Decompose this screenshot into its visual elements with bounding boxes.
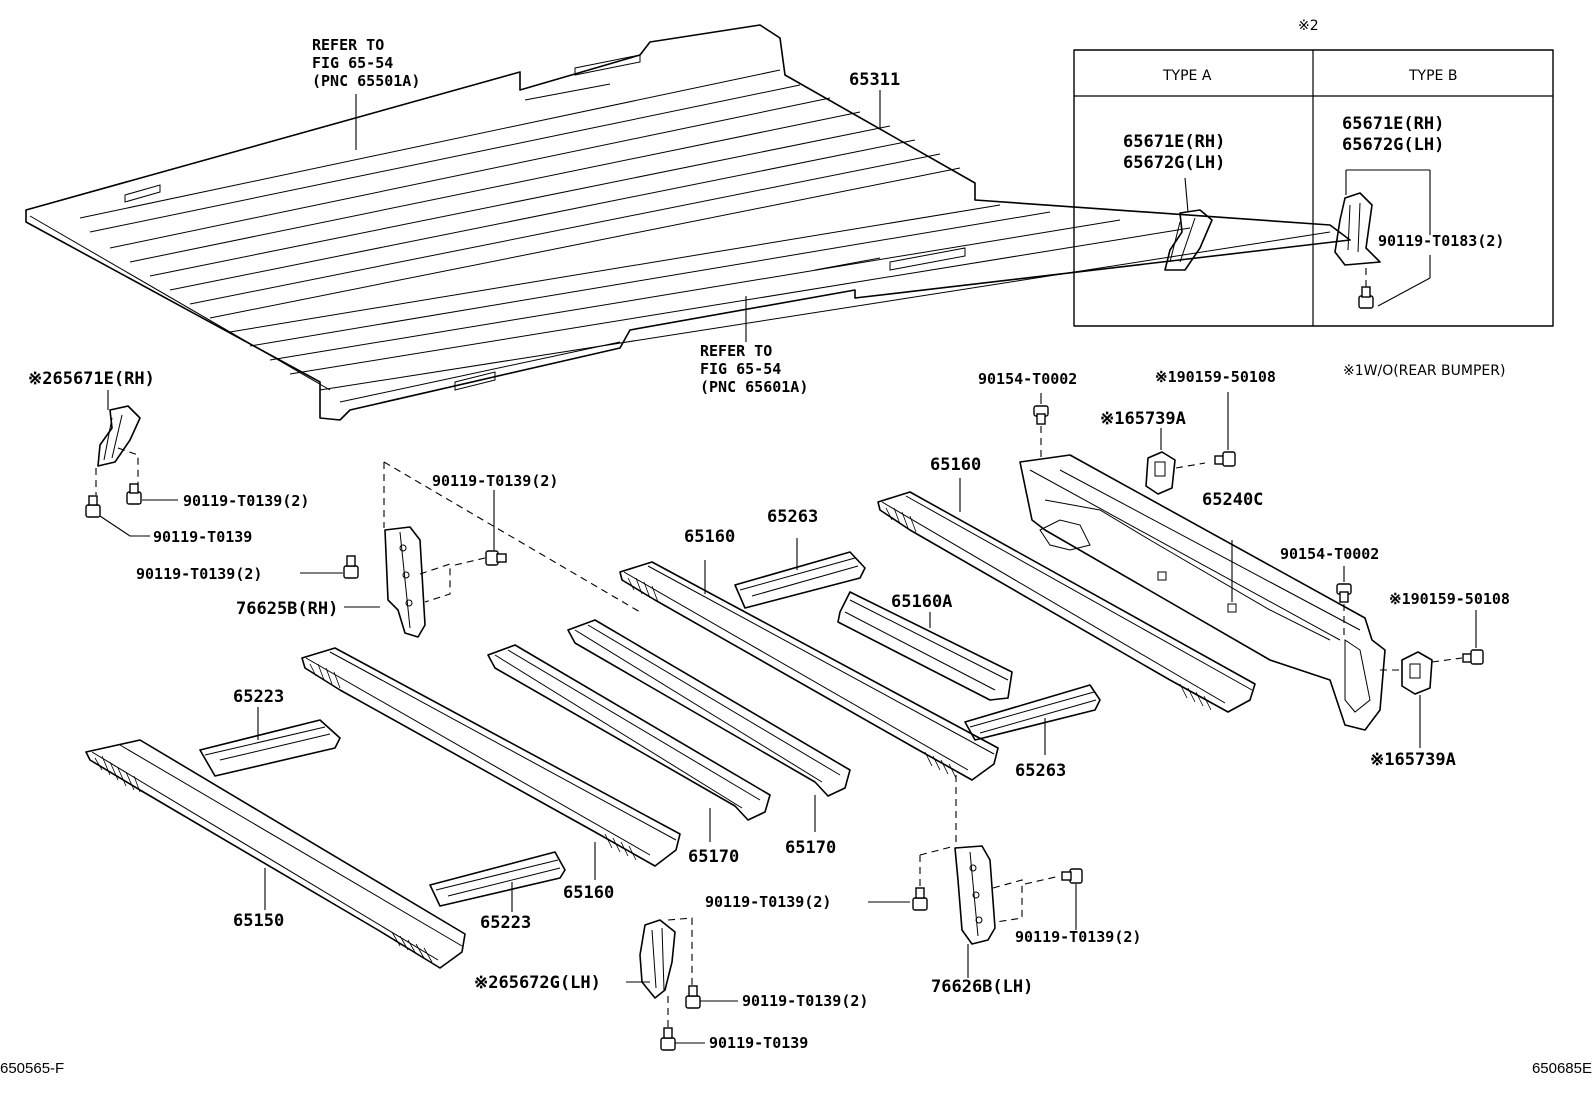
diagram-code-left: 650565-F — [0, 1060, 64, 1077]
inset-bracket-a — [1164, 209, 1213, 271]
label-stud-right: 90154-T0002 — [1280, 545, 1379, 563]
inset-bolt-icon — [1358, 286, 1374, 309]
label-sill-front: 65150 — [233, 911, 284, 931]
diagram-code-right: 650685E — [1532, 1060, 1592, 1077]
inset-type-a-rh: 65671E(RH) — [1123, 132, 1225, 152]
label-pad-right: ※165739A — [1370, 750, 1456, 770]
bolt-90159-top — [1214, 392, 1236, 467]
channel-65160a — [837, 591, 1013, 701]
label-bolt-note-right: ※190159-50108 — [1389, 590, 1510, 608]
label-hinge-bolt-left: 90119-T0139(2) — [136, 565, 262, 583]
label-gusset-right: 65263 — [1015, 761, 1066, 781]
bolt-icon — [126, 483, 142, 505]
ref-upper-line2: FIG 65-54 — [312, 54, 393, 72]
inset-type-b-header: TYPE B — [1408, 68, 1457, 84]
label-hinge-lh: 76626B(LH) — [931, 977, 1033, 997]
floor-panel — [25, 24, 1351, 421]
ref-lower-line2: FIG 65-54 — [700, 360, 781, 378]
label-rh-bracket: ※265671E(RH) — [28, 369, 155, 389]
label-gusset-left-bottom: 65223 — [480, 913, 531, 933]
note-rear-bumper: ※1W/O(REAR BUMPER) — [1343, 363, 1505, 379]
label-rail-a: 65170 — [688, 847, 739, 867]
label-sill-right: 65160 — [930, 455, 981, 475]
ref-lower-line3: (PNC 65601A) — [700, 378, 808, 396]
label-rear-crossmember: 65240C — [1202, 490, 1263, 510]
stud-90154-right — [1336, 566, 1352, 636]
bolt-icon — [343, 555, 359, 579]
bolt-icon — [485, 550, 507, 566]
label-sill-mid: 65160 — [684, 527, 735, 547]
label-rh-bolt-pair: 90119-T0139(2) — [183, 492, 309, 510]
pad-165739a-right — [1380, 651, 1463, 748]
rear-crossmember-65240c — [1019, 454, 1386, 731]
ref-upper-line3: (PNC 65501A) — [312, 72, 420, 90]
gusset-65263-top — [734, 538, 866, 609]
gusset-65223-bottom — [429, 851, 566, 912]
label-gusset-top: 65263 — [767, 507, 818, 527]
hinge-76626b — [868, 775, 1083, 978]
inset-type-a-lh: 65672G(LH) — [1123, 153, 1225, 173]
bolt-icon — [660, 1027, 676, 1051]
sill-65160-right — [877, 478, 1256, 713]
ref-upper-line1: REFER TO — [312, 36, 384, 54]
inset-type-a-header: TYPE A — [1162, 68, 1212, 84]
stud-90154-top — [1033, 393, 1049, 462]
sill-65160-mid — [619, 560, 999, 781]
gusset-65263-right — [964, 684, 1101, 755]
rail-65170-b — [567, 619, 851, 832]
bolt-90159-right — [1462, 610, 1484, 665]
label-hinge-lh-bolt-left: 90119-T0139(2) — [705, 893, 831, 911]
inset-bracket-b — [1334, 192, 1381, 266]
label-hinge-bolt-top: 90119-T0139(2) — [432, 472, 558, 490]
bolt-icon — [85, 495, 101, 518]
ref-lower-line1: REFER TO — [700, 342, 772, 360]
inset-box — [1073, 49, 1554, 327]
label-stud-top: 90154-T0002 — [978, 370, 1077, 388]
label-pad-top: ※165739A — [1100, 409, 1186, 429]
sill-65160-left — [301, 647, 681, 880]
label-gusset-left-top: 65223 — [233, 687, 284, 707]
label-rh-bolt-single: 90119-T0139 — [153, 528, 252, 546]
inset-type-b-bolt: 90119-T0183(2) — [1378, 232, 1504, 250]
bolt-icon — [912, 887, 928, 911]
label-channel: 65160A — [891, 592, 952, 612]
label-lh-bolt-single: 90119-T0139 — [709, 1034, 808, 1052]
label-lh-bolt-pair: 90119-T0139(2) — [742, 992, 868, 1010]
rail-65170-a — [487, 644, 771, 842]
hinge-76625b — [300, 461, 641, 638]
inset-marker: ※2 — [1298, 18, 1319, 34]
label-hinge-rh: 76625B(RH) — [236, 599, 338, 619]
bolt-icon — [685, 985, 701, 1009]
inset-type-b-rh: 65671E(RH) — [1342, 114, 1444, 134]
pad-165739a-top — [1145, 428, 1206, 495]
label-sill-left-mid: 65160 — [563, 883, 614, 903]
label-lh-bracket: ※265672G(LH) — [474, 973, 601, 993]
rh-bracket-65671e — [85, 390, 178, 537]
label-bolt-note-top: ※190159-50108 — [1155, 368, 1276, 386]
gusset-65223-top — [199, 707, 341, 777]
sill-65150 — [85, 739, 466, 969]
inset-type-b-lh: 65672G(LH) — [1342, 135, 1444, 155]
label-rail-b: 65170 — [785, 838, 836, 858]
lh-bracket-65672g — [626, 917, 738, 1051]
label-floor-panel: 65311 — [849, 70, 900, 90]
label-hinge-lh-bolt-right: 90119-T0139(2) — [1015, 928, 1141, 946]
bolt-icon — [1061, 868, 1083, 884]
